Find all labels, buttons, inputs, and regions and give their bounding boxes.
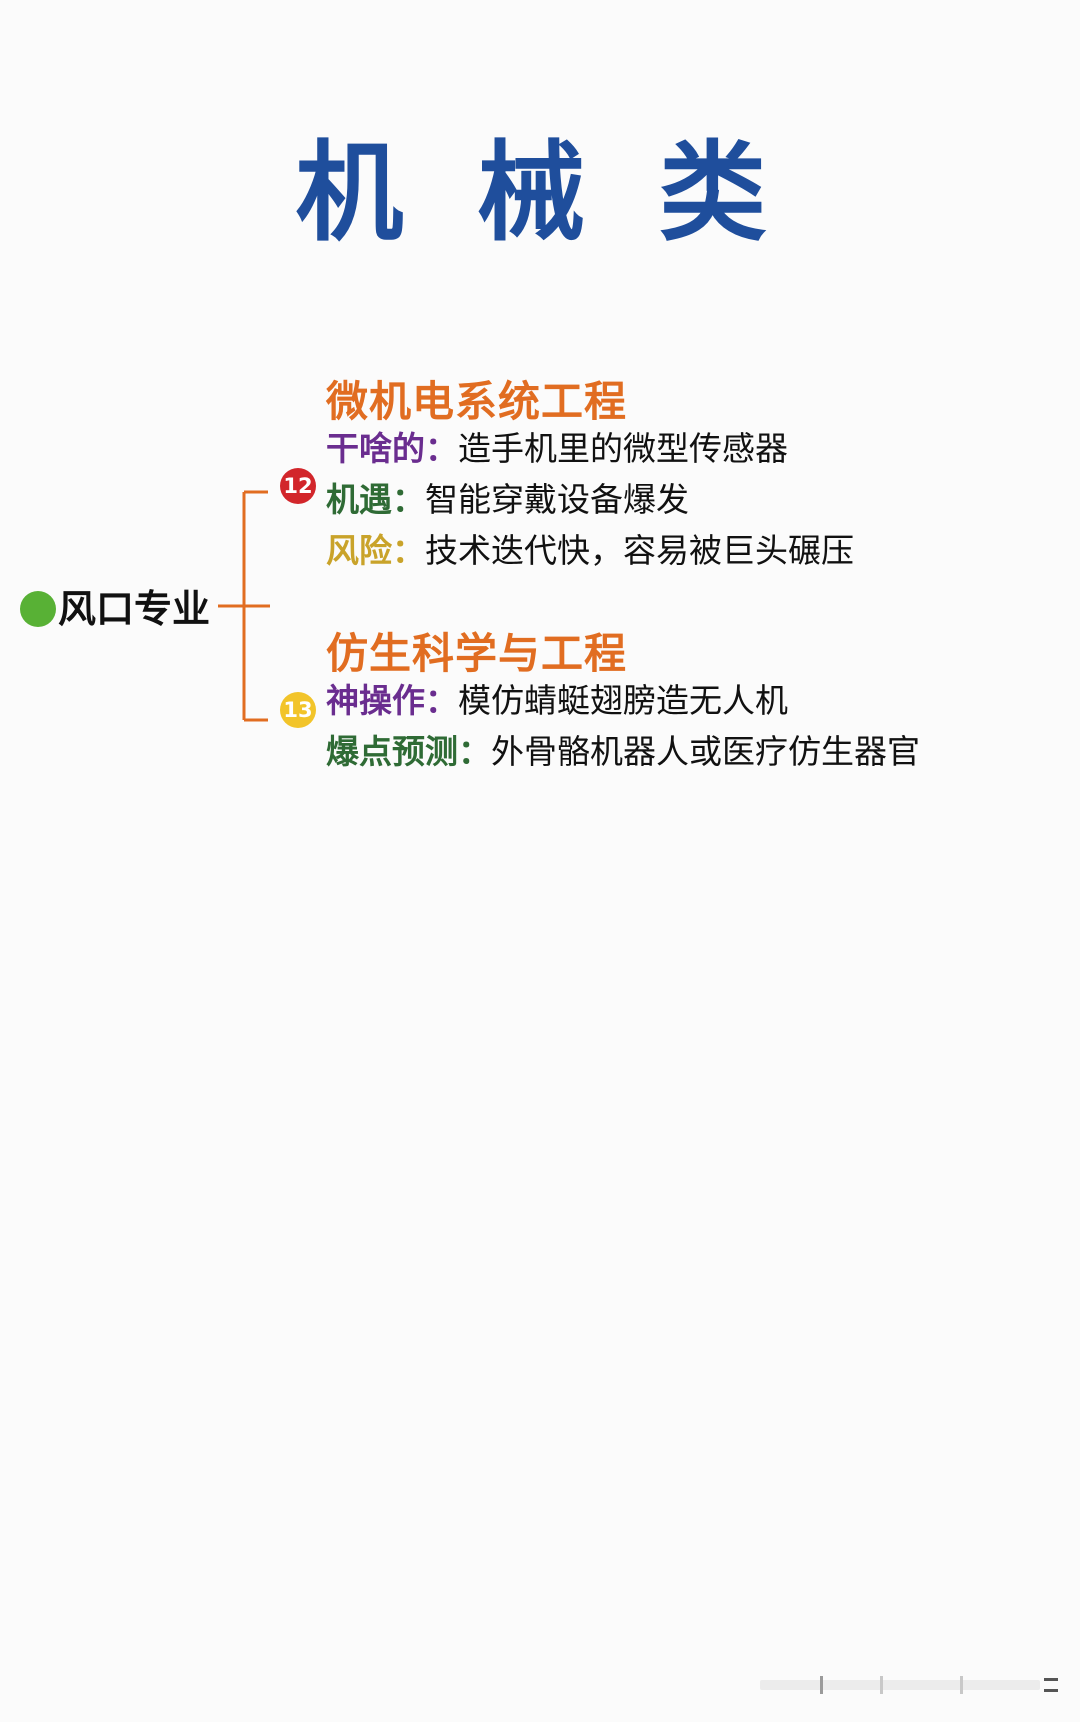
row-value: 智能穿戴设备爆发 [425,480,689,519]
branch-row: 干啥的：造手机里的微型传感器 [326,430,854,481]
branch-microelectromechanical: 微机电系统工程 干啥的：造手机里的微型传感器 机遇：智能穿戴设备爆发 风险：技术… [326,378,854,583]
row-key: 干啥的： [326,429,458,468]
page-title: 机 械 类 [295,131,785,256]
row-key: 爆点预测： [326,732,491,771]
row-value: 外骨骼机器人或医疗仿生器官 [491,732,920,771]
branch-row: 机遇：智能穿戴设备爆发 [326,481,854,532]
row-value: 模仿蜻蜓翅膀造无人机 [458,681,788,720]
root-node: 风口专业 [20,586,210,632]
branch-title: 仿生科学与工程 [326,629,628,678]
green-dot-icon [20,591,56,627]
row-key: 机遇： [326,480,425,519]
row-value: 造手机里的微型传感器 [458,429,788,468]
root-label: 风口专业 [58,587,211,631]
row-key: 神操作： [326,681,458,720]
row-value: 技术迭代快，容易被巨头碾压 [425,531,854,570]
branch-title: 微机电系统工程 [326,377,628,426]
row-key: 风险： [326,531,425,570]
number-badge-13: 13 [280,692,316,728]
branch-row: 爆点预测：外骨骼机器人或医疗仿生器官 [326,733,920,784]
number-badge-12: 12 [280,468,316,504]
branch-row: 神操作：模仿蜻蜓翅膀造无人机 [326,682,920,733]
watermark-strip [760,1676,1058,1694]
branch-bionics: 仿生科学与工程 神操作：模仿蜻蜓翅膀造无人机 爆点预测：外骨骼机器人或医疗仿生器… [326,630,920,784]
branch-row: 风险：技术迭代快，容易被巨头碾压 [326,532,854,583]
